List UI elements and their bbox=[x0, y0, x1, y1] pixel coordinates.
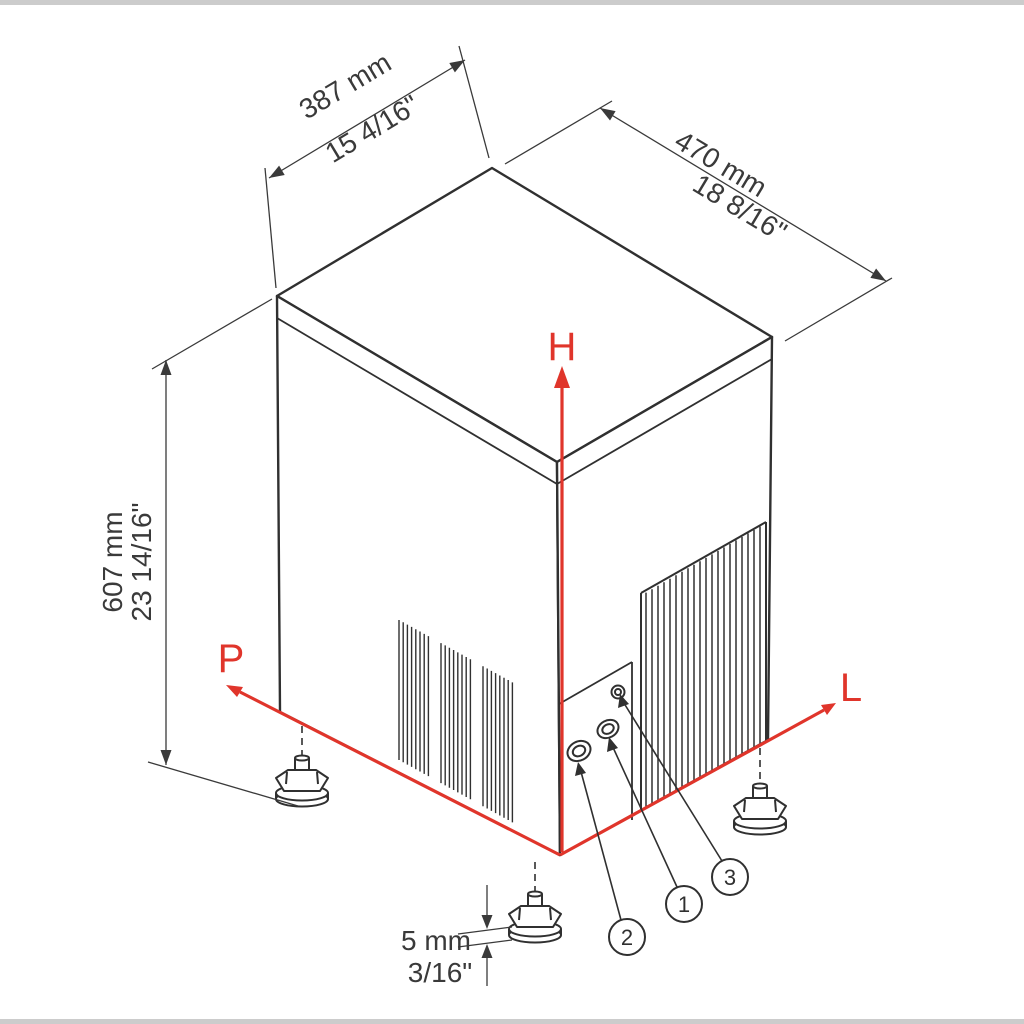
callout-3-number: 3 bbox=[724, 865, 736, 890]
arrowhead bbox=[481, 915, 493, 929]
foot-right bbox=[733, 782, 787, 836]
dimension-foot: 5 mm 3/16" bbox=[401, 885, 513, 988]
axis-p-label: P bbox=[218, 637, 245, 681]
arrowhead bbox=[575, 762, 586, 776]
callout-1-circle bbox=[665, 885, 703, 923]
dim-foot-metric: 5 mm bbox=[401, 925, 471, 956]
fitting-1 bbox=[596, 718, 620, 740]
dim-foot-imperial: 3/16" bbox=[408, 957, 472, 988]
lid-edge-right bbox=[556, 358, 773, 485]
axis-p-line bbox=[239, 690, 561, 857]
extension-line bbox=[458, 45, 490, 159]
callout-2-number: 2 bbox=[621, 925, 633, 950]
arrowhead bbox=[160, 750, 172, 765]
leader-line bbox=[457, 939, 513, 948]
extension-line bbox=[504, 100, 613, 165]
arrowhead bbox=[269, 165, 285, 178]
arrowhead bbox=[481, 944, 493, 958]
fitting-2 bbox=[566, 739, 592, 763]
dimension-line bbox=[599, 107, 887, 282]
callout-3-leader bbox=[621, 699, 723, 862]
dim-height-imperial: 23 14/16" bbox=[126, 503, 157, 622]
extension-line bbox=[784, 277, 893, 342]
axis-p-arrowhead bbox=[226, 685, 243, 697]
arrowhead bbox=[618, 694, 629, 708]
arrowhead bbox=[600, 108, 616, 121]
callout-1-number: 1 bbox=[678, 892, 690, 917]
foot-front bbox=[508, 890, 562, 944]
arrowhead bbox=[449, 60, 465, 73]
frame-top-edge bbox=[0, 0, 1024, 5]
extension-line bbox=[147, 761, 299, 807]
arrowhead bbox=[870, 268, 886, 281]
ventilation-slats bbox=[398, 620, 514, 823]
extension-line bbox=[151, 298, 273, 370]
arrowhead bbox=[607, 737, 618, 752]
dimension-height: 607 mm 23 14/16" bbox=[97, 298, 299, 807]
dim-height-metric: 607 mm bbox=[97, 511, 128, 612]
frame-bottom-edge bbox=[0, 1019, 1024, 1024]
leader-line bbox=[457, 926, 513, 935]
axis-h-label: H bbox=[548, 325, 577, 369]
grille-hatch bbox=[645, 526, 761, 809]
condenser-grille bbox=[640, 521, 767, 810]
callout-2-circle bbox=[608, 918, 646, 956]
feet bbox=[275, 726, 787, 944]
callout-1-leader bbox=[610, 742, 678, 888]
axis-l-arrowhead bbox=[821, 703, 836, 715]
callout-2-leader bbox=[579, 767, 622, 921]
callout-3-circle bbox=[711, 858, 749, 896]
axis-l-label: L bbox=[840, 666, 862, 710]
lid-edge-left bbox=[276, 317, 558, 485]
axis-l-line bbox=[559, 708, 825, 857]
dimension-line bbox=[268, 59, 466, 179]
reference-axes: H P L bbox=[218, 325, 862, 857]
extension-line bbox=[264, 167, 277, 289]
axis-h-arrowhead bbox=[554, 366, 570, 388]
foot-left bbox=[275, 754, 329, 808]
fitting-3 bbox=[610, 684, 626, 700]
machine-body bbox=[275, 166, 774, 857]
callouts: 1 2 3 bbox=[575, 694, 749, 956]
arrowhead bbox=[160, 360, 172, 375]
service-panel bbox=[558, 661, 633, 820]
